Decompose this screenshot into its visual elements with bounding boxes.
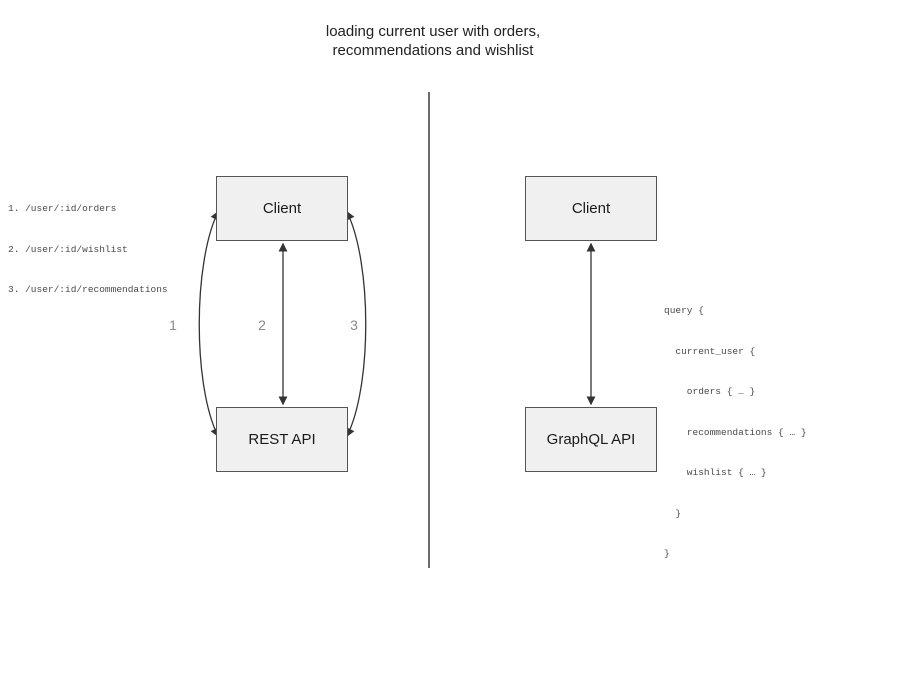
endpoint-line: 3. /user/:id/recommendations: [8, 284, 168, 295]
graphql-query-code: query { current_user { orders { … } reco…: [664, 277, 807, 574]
arrow-label-2: 2: [258, 317, 266, 333]
page-title-line-2: recommendations and wishlist: [332, 42, 534, 59]
query-code-line: }: [664, 548, 670, 559]
rest-api-box-label: REST API: [248, 431, 316, 448]
page-title-line-1: loading current user with orders,: [325, 23, 541, 40]
arrow-label-3: 3: [350, 317, 358, 333]
endpoint-line: 1. /user/:id/orders: [8, 203, 117, 214]
rest-arrow-orders: [198, 210, 219, 438]
endpoint-list: 1. /user/:id/orders 2. /user/:id/wishlis…: [8, 175, 168, 310]
endpoint-line: 2. /user/:id/wishlist: [8, 243, 128, 255]
query-code-line: query {: [664, 305, 704, 316]
client-box-right-label: Client: [571, 200, 611, 217]
client-box-left: Client: [216, 176, 348, 241]
query-code-line: current_user {: [664, 345, 756, 357]
graphql-api-box: GraphQL API: [525, 407, 657, 472]
rest-api-box: REST API: [216, 407, 348, 472]
divider-line: [428, 92, 430, 568]
query-code-line: }: [664, 507, 682, 519]
arrow-label-1: 1: [169, 317, 177, 333]
query-code-line: recommendations { … }: [664, 426, 807, 438]
page-title: loading current user with orders, recomm…: [326, 22, 540, 60]
query-code-line: orders { … }: [664, 386, 756, 397]
client-box-right: Client: [525, 176, 657, 241]
client-box-left-label: Client: [262, 200, 302, 217]
query-code-line: wishlist { … }: [664, 467, 767, 478]
graphql-api-box-label: GraphQL API: [546, 431, 636, 448]
